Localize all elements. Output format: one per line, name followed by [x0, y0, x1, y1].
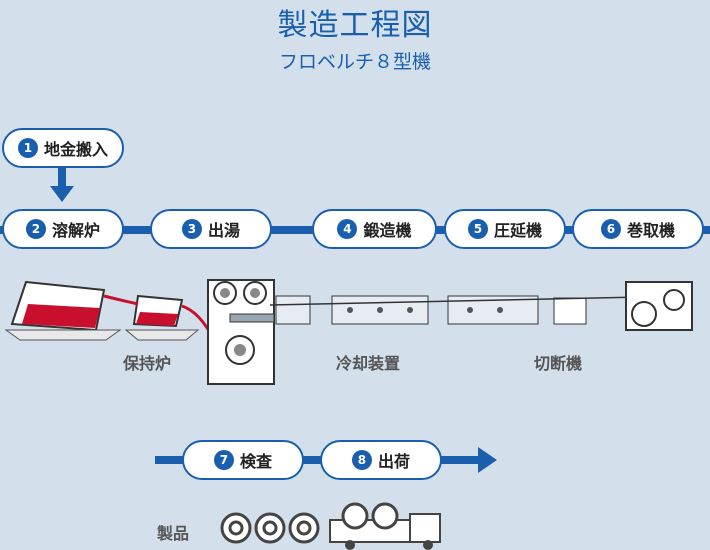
casting-machine-icon	[207, 279, 275, 385]
flow-connector-bottom	[155, 456, 480, 464]
wire-line	[269, 295, 691, 306]
holding-furnace-icon	[124, 294, 200, 341]
label-cutter: 切断機	[534, 354, 583, 373]
melting-furnace-icon	[4, 280, 122, 341]
coil-products-icon	[220, 512, 320, 544]
label-holding-furnace: 保持炉	[123, 354, 172, 373]
coiler-icon	[625, 281, 693, 331]
cooling-device-icon	[275, 295, 429, 325]
arrow-down-icon	[50, 186, 74, 202]
page-title: 製造工程図	[277, 8, 433, 43]
truck-icon	[329, 502, 441, 550]
label-cooling-device: 冷却装置	[336, 354, 401, 373]
arrow-right-icon	[478, 447, 497, 473]
flow-connector-down	[58, 166, 66, 188]
label-product: 製品	[157, 524, 190, 543]
page-subtitle: フロベルチ８型機	[278, 51, 431, 73]
